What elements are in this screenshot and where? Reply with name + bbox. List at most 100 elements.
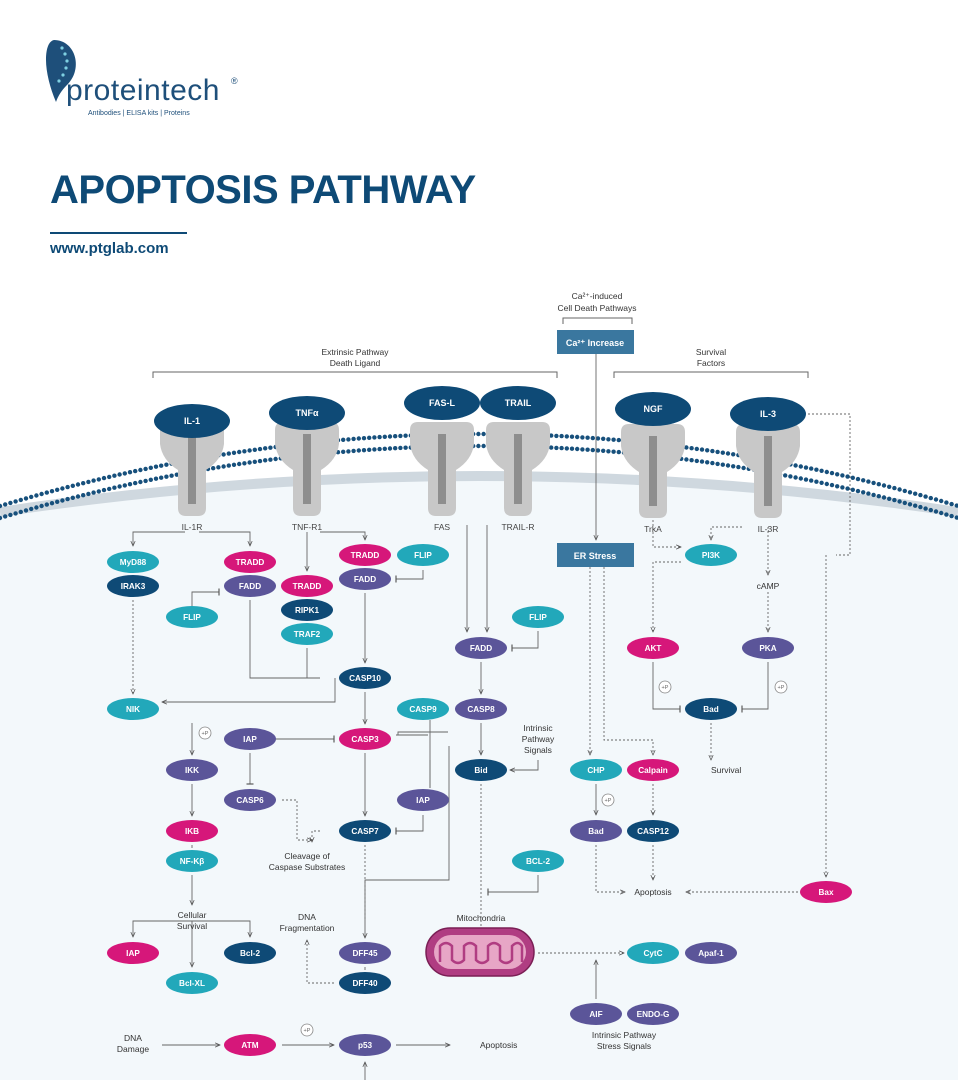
- membrane-bead: [876, 482, 881, 487]
- receptor-tnfr1[interactable]: TNF-R1: [275, 422, 339, 532]
- membrane-bead: [2, 502, 8, 507]
- node-myd88[interactable]: MyD88: [107, 551, 159, 573]
- receptor-il1r[interactable]: IL-1R: [160, 422, 224, 532]
- membrane-bead: [840, 473, 845, 478]
- membrane-bead: [725, 451, 731, 456]
- ligand-ngf[interactable]: NGF: [615, 392, 691, 426]
- node-nik[interactable]: NIK: [107, 698, 159, 720]
- node-chp[interactable]: CHP: [570, 759, 622, 781]
- node-apaf1[interactable]: Apaf-1: [685, 942, 737, 964]
- node-fadd_c[interactable]: FADD: [339, 568, 391, 590]
- node-ikk[interactable]: IKK: [166, 759, 218, 781]
- node-tradd_c[interactable]: TRADD: [339, 544, 391, 566]
- ligand-il3[interactable]: IL-3: [730, 397, 806, 431]
- node-traf2[interactable]: TRAF2: [281, 623, 333, 645]
- node-bax[interactable]: Bax: [800, 881, 852, 903]
- membrane-bead: [783, 473, 788, 478]
- receptor-il3r[interactable]: IL-3R: [736, 424, 800, 534]
- node-casp12[interactable]: CASP12: [627, 820, 679, 842]
- membrane-bead: [101, 475, 107, 481]
- node-iap_a[interactable]: IAP: [224, 728, 276, 750]
- node-casp6[interactable]: CASP6: [224, 789, 276, 811]
- membrane-bead: [75, 482, 81, 487]
- ligand-trail[interactable]: TRAIL: [480, 386, 556, 420]
- label-intrinsic-2: Pathway: [522, 734, 555, 744]
- node-p53[interactable]: p53: [339, 1034, 391, 1056]
- node-flip_c[interactable]: FLIP: [397, 544, 449, 566]
- website-link[interactable]: www.ptglab.com: [50, 240, 169, 257]
- node-casp8[interactable]: CASP8: [455, 698, 507, 720]
- node-casp7[interactable]: CASP7: [339, 820, 391, 842]
- node-label: CASP8: [467, 705, 495, 714]
- membrane-bead: [731, 452, 736, 457]
- membrane-bead: [809, 478, 814, 483]
- membrane-bead: [247, 448, 252, 453]
- node-calpain[interactable]: Calpain: [627, 759, 679, 781]
- ca-increase-box[interactable]: [557, 330, 634, 354]
- node-atm[interactable]: ATM: [224, 1034, 276, 1056]
- node-endog[interactable]: ENDO-G: [627, 1003, 679, 1025]
- receptor-trailr[interactable]: TRAIL-R: [486, 422, 550, 532]
- membrane-bead: [127, 470, 133, 475]
- membrane-bead: [263, 458, 268, 463]
- node-casp9[interactable]: CASP9: [397, 698, 449, 720]
- node-bcl2_b[interactable]: BCL-2: [512, 850, 564, 872]
- node-ripk1[interactable]: RIPK1: [281, 599, 333, 621]
- membrane-bead: [356, 436, 361, 441]
- membrane-bead: [902, 500, 907, 506]
- node-dff45[interactable]: DFF45: [339, 942, 391, 964]
- node-ikb[interactable]: IKB: [166, 820, 218, 842]
- membrane-bead: [575, 434, 580, 440]
- membrane-bead: [39, 503, 44, 509]
- edge: [192, 920, 250, 937]
- node-bad_b[interactable]: Bad: [570, 820, 622, 842]
- node-label: TRAF2: [294, 630, 321, 639]
- node-nfkb[interactable]: NF-Kβ: [166, 850, 218, 872]
- membrane-bead: [237, 461, 242, 467]
- node-flip_a[interactable]: FLIP: [166, 606, 218, 628]
- node-iap_c[interactable]: IAP: [107, 942, 159, 964]
- node-iap_b[interactable]: IAP: [397, 789, 449, 811]
- membrane-bead: [0, 503, 3, 509]
- membrane-bead: [861, 478, 866, 483]
- membrane-bead: [907, 502, 913, 507]
- node-akt[interactable]: AKT: [627, 637, 679, 659]
- label-camp: cAMP: [757, 581, 780, 591]
- node-aif[interactable]: AIF: [570, 1003, 622, 1025]
- node-dff40[interactable]: DFF40: [339, 972, 391, 994]
- membrane-bead: [18, 497, 23, 503]
- ligand-fasl[interactable]: FAS-L: [404, 386, 480, 420]
- node-pka[interactable]: PKA: [742, 637, 794, 659]
- membrane-bead: [81, 481, 86, 486]
- node-casp10[interactable]: CASP10: [339, 667, 391, 689]
- membrane-bead: [694, 458, 699, 464]
- membrane-bead: [29, 494, 34, 500]
- node-tradd_b[interactable]: TRADD: [281, 575, 333, 597]
- receptor-trka[interactable]: TrkA: [621, 424, 685, 534]
- node-bad_a[interactable]: Bad: [685, 698, 737, 720]
- node-fadd_d[interactable]: FADD: [455, 637, 507, 659]
- node-bid[interactable]: Bid: [455, 759, 507, 781]
- membrane-bead: [117, 472, 122, 477]
- membrane-bead: [871, 492, 876, 498]
- node-label: CASP10: [349, 674, 381, 683]
- node-bclxl[interactable]: Bcl-XL: [166, 972, 218, 994]
- ligand-tnfa[interactable]: TNFα: [269, 396, 345, 430]
- node-irak3[interactable]: IRAK3: [107, 575, 159, 597]
- receptor-fas[interactable]: FAS: [410, 422, 474, 532]
- node-cytc[interactable]: CytC: [627, 942, 679, 964]
- membrane-bead: [351, 448, 356, 454]
- membrane-bead: [907, 490, 913, 495]
- pathway-edges: [133, 354, 851, 1080]
- node-fadd_a[interactable]: FADD: [224, 575, 276, 597]
- membrane-bead: [928, 507, 933, 513]
- node-casp3[interactable]: CASP3: [339, 728, 391, 750]
- er-stress-box[interactable]: [557, 543, 634, 567]
- membrane-bead: [91, 478, 96, 483]
- node-tradd_a[interactable]: TRADD: [224, 551, 276, 573]
- node-pi3k[interactable]: PI3K: [685, 544, 737, 566]
- node-bcl2_a[interactable]: Bcl-2: [224, 942, 276, 964]
- node-flip_d[interactable]: FLIP: [512, 606, 564, 628]
- ligand-il1[interactable]: IL-1: [154, 404, 230, 438]
